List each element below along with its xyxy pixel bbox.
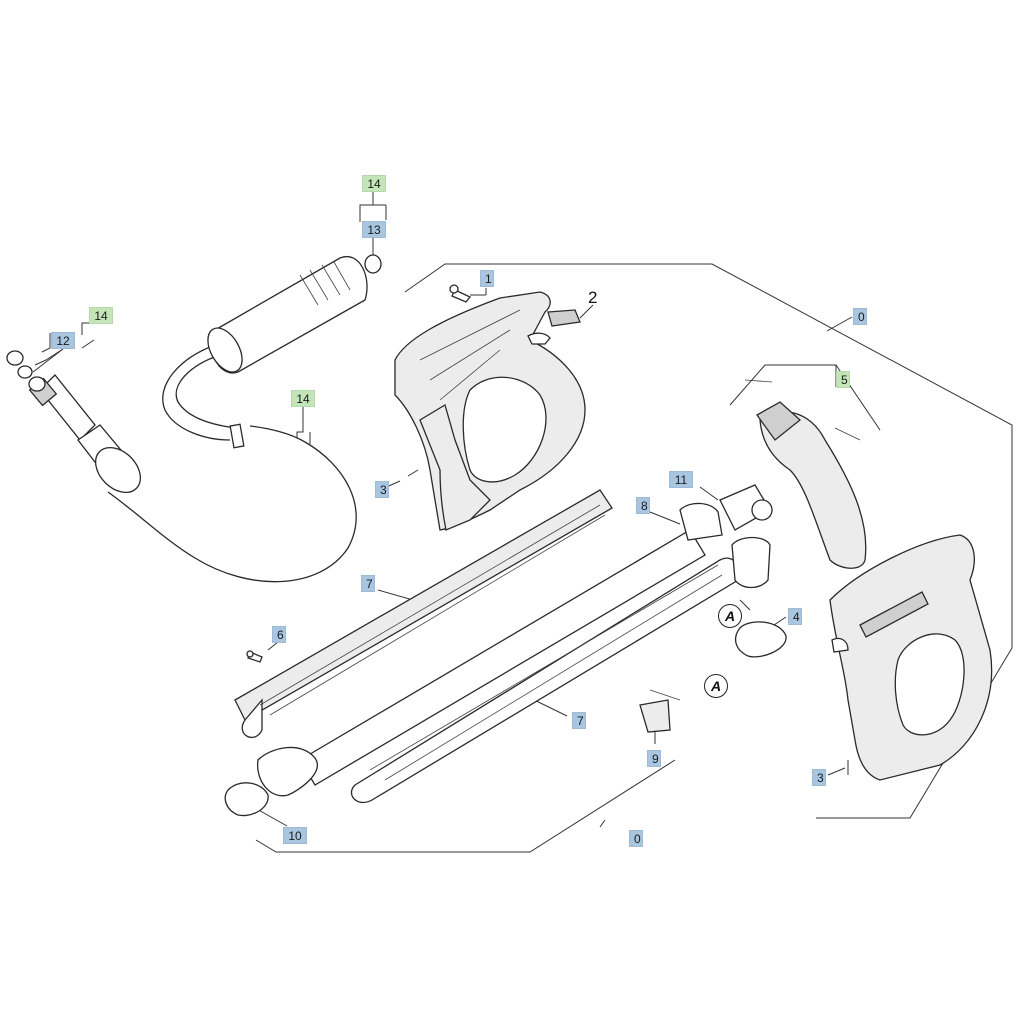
label-14-mid[interactable]: 14 xyxy=(291,390,315,407)
label-2[interactable]: 2 xyxy=(588,288,598,307)
label-13[interactable]: 13 xyxy=(362,221,386,238)
label-14-top[interactable]: 14 xyxy=(362,175,386,192)
label-8[interactable]: 8 xyxy=(636,497,650,514)
handle-shell-right xyxy=(829,534,993,781)
lance-tubes xyxy=(224,484,787,817)
callout-a-upper: A xyxy=(718,604,742,628)
label-4[interactable]: 4 xyxy=(788,608,802,625)
o-ring-parts xyxy=(6,254,382,379)
label-7-upper[interactable]: 7 xyxy=(361,575,375,592)
hose-assembly xyxy=(28,255,368,583)
label-3-right[interactable]: 3 xyxy=(812,769,826,786)
callout-a-lower: A xyxy=(704,674,728,698)
trigger-part xyxy=(744,379,867,569)
handle-shell-left xyxy=(419,404,491,531)
label-11[interactable]: 11 xyxy=(669,471,693,488)
label-6[interactable]: 6 xyxy=(272,626,286,643)
label-12[interactable]: 12 xyxy=(51,332,75,349)
label-9[interactable]: 9 xyxy=(647,750,661,767)
label-0-bottom[interactable]: 0 xyxy=(629,830,643,847)
label-3-left[interactable]: 3 xyxy=(375,481,389,498)
label-1[interactable]: 1 xyxy=(480,270,494,287)
group-boundary-lines xyxy=(255,263,1013,853)
label-5[interactable]: 5 xyxy=(836,371,850,388)
handle-shell-upper xyxy=(394,284,586,531)
label-7-lower[interactable]: 7 xyxy=(572,712,586,729)
label-14-left[interactable]: 14 xyxy=(89,307,113,324)
label-10[interactable]: 10 xyxy=(283,827,307,844)
label-0-top[interactable]: 0 xyxy=(853,308,867,325)
